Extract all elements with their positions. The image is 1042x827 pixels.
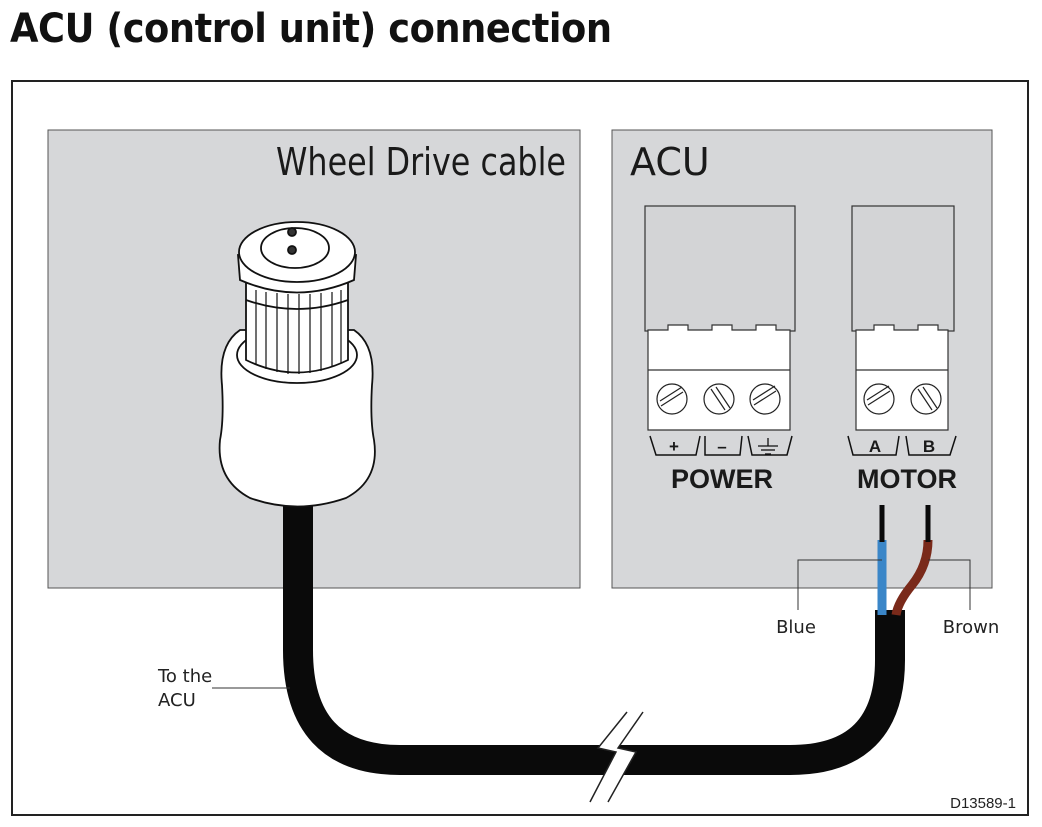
motor-terminal-b: B	[923, 437, 935, 456]
motor-screw-b-slot-b	[922, 386, 938, 409]
blue-wire-label: Blue	[776, 617, 816, 638]
connector-ring	[245, 299, 349, 310]
ground-icon	[758, 438, 778, 455]
motor-terminal-block: A B	[847, 205, 957, 456]
cable-sleeve	[876, 612, 904, 642]
brown-leader-line	[928, 559, 971, 610]
motor-screw-a-slot	[867, 390, 891, 406]
power-screw-1-slot-b	[659, 386, 683, 402]
wheel-drive-connector	[218, 221, 376, 508]
power-screw-3	[749, 383, 781, 415]
power-block-housing	[644, 205, 796, 332]
figure-reference: D13589-1	[950, 795, 1016, 812]
power-screw-3-slot-b	[752, 385, 776, 401]
power-screw-2-slot	[710, 388, 726, 411]
cable-label-line2: ACU	[158, 690, 196, 711]
blue-leader-line	[797, 559, 882, 610]
motor-screw-b	[910, 383, 942, 415]
power-terminal-minus: –	[717, 437, 726, 456]
power-terminal-brackets	[649, 435, 793, 456]
connector-pin-1	[287, 227, 297, 237]
cable-break-line-right	[607, 711, 644, 803]
page-title: ACU (control unit) connection	[10, 6, 612, 52]
motor-block-plug	[855, 324, 949, 431]
motor-screws	[863, 383, 942, 415]
motor-terminal-a: A	[869, 437, 881, 456]
power-screw-3-slot	[753, 390, 777, 406]
motor-screw-a-slot-b	[866, 385, 890, 401]
connector-pin-2	[287, 245, 297, 255]
motor-terminal-brackets	[847, 435, 957, 456]
cable	[283, 490, 905, 775]
acu-panel-title: ACU	[630, 140, 710, 184]
motor-label: MOTOR	[857, 464, 957, 494]
power-screw-2-slot-b	[715, 386, 731, 409]
cable-label-line1: To the	[157, 666, 212, 687]
cable-break-line-left	[589, 711, 628, 803]
power-screw-2	[703, 383, 735, 415]
power-screws	[656, 383, 781, 415]
motor-screw-b-slot	[917, 388, 933, 411]
brown-wire-label: Brown	[943, 617, 1000, 638]
connector-knurl	[255, 290, 342, 374]
cable-break-mark	[592, 718, 643, 800]
power-terminal-block: + –	[644, 205, 796, 456]
wheel-drive-panel-title: Wheel Drive cable	[276, 140, 566, 184]
power-terminal-plus: +	[669, 437, 679, 456]
power-label: POWER	[671, 464, 773, 494]
brown-wire	[891, 539, 933, 616]
motor-block-housing	[851, 205, 955, 332]
connector-nut	[245, 279, 349, 374]
motor-screw-a	[863, 383, 895, 415]
power-screw-1-slot	[660, 391, 684, 407]
figure-frame	[11, 80, 1029, 816]
